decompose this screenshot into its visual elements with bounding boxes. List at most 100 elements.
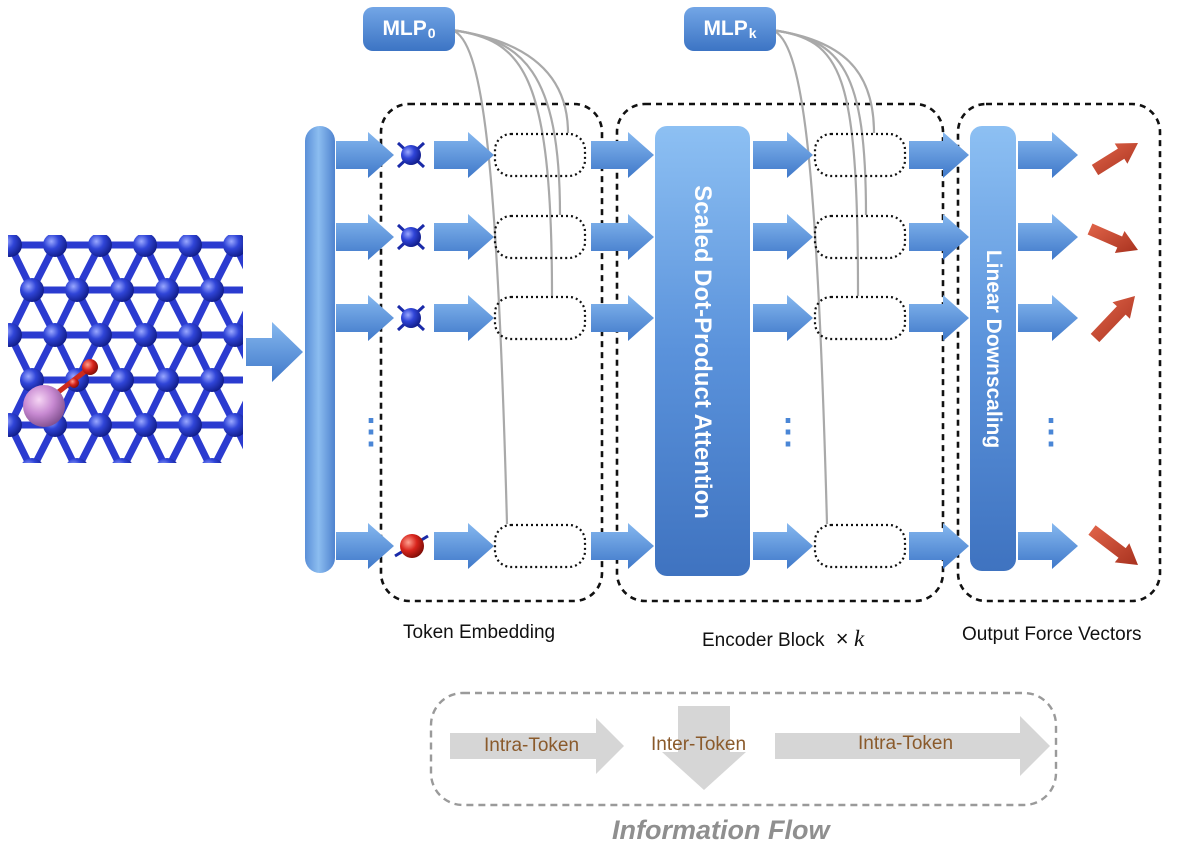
lattice-atom [67, 458, 87, 463]
attention-block-label: Scaled Dot-Product Attention [689, 185, 716, 519]
ellipsis-input: ⋮ [354, 413, 388, 451]
metal-atom [23, 385, 65, 427]
atom-token-red [400, 534, 424, 558]
token-to-embedding-arrow [434, 523, 494, 569]
bar-to-token-arrow [336, 132, 394, 178]
mlp-k-text: MLP [703, 17, 748, 40]
hidden-box [813, 523, 907, 569]
mlp-k-subscript: k [748, 25, 757, 41]
hidden-to-downscale-arrow [909, 295, 969, 341]
hidden-to-downscale-arrow [909, 132, 969, 178]
attention-to-hidden-arrow [753, 214, 813, 260]
information-flow-box [429, 691, 1058, 807]
hidden-box [813, 132, 907, 178]
adsorbate-atom-small [69, 378, 79, 388]
lattice-atom [133, 413, 157, 437]
lattice-atom [223, 413, 243, 437]
encoder-times-symbol: × [835, 626, 849, 651]
encoder-block-caption: Encoder Block × k [702, 626, 864, 652]
lattice-atom [223, 235, 243, 257]
encoder-k-symbol: k [853, 626, 865, 651]
lattice-atom [22, 458, 42, 463]
lattice-atom [88, 235, 112, 257]
token-row-4 [336, 523, 1078, 569]
lattice-atom [65, 278, 89, 302]
bar-to-token-arrow [336, 523, 394, 569]
lattice-atom [178, 323, 202, 347]
flow-step-inter: Inter-Token [651, 734, 747, 755]
token-rows [336, 132, 1138, 569]
bar-to-token-arrow [336, 295, 394, 341]
attention-to-hidden-arrow [753, 523, 813, 569]
lattice-atom [8, 413, 22, 437]
lattice-atom [200, 278, 224, 302]
lattice-atom [133, 323, 157, 347]
output-group [956, 102, 1162, 603]
downscale-to-output-arrow [1018, 132, 1078, 178]
lattice-atom [88, 323, 112, 347]
encoder-block-text: Encoder Block [702, 630, 825, 651]
token-embedding-group [379, 102, 604, 603]
lattice-atom [157, 458, 177, 463]
lattice-atom [178, 235, 202, 257]
encoder-block-group [615, 102, 945, 603]
inter-token-arrow [662, 706, 746, 790]
intra-token-arrow-1 [450, 718, 624, 774]
force-arrow [1091, 143, 1138, 176]
mlp-k-curve-4 [771, 28, 829, 525]
lattice-atom [43, 235, 67, 257]
adsorbate-atom [82, 359, 98, 375]
embedding-to-attention-arrow [591, 295, 654, 341]
flow-step-intra-1: Intra-Token [484, 735, 580, 756]
embedding-box [493, 132, 587, 178]
lattice-atom [202, 458, 222, 463]
downscale-to-output-arrow [1018, 295, 1078, 341]
mlp-connection-curves [451, 28, 876, 525]
token-to-embedding-arrow [434, 295, 494, 341]
embedding-to-attention-arrow [591, 214, 654, 260]
token-to-embedding-arrow [434, 214, 494, 260]
token-row-3 [336, 295, 1078, 341]
lattice-atom [245, 278, 269, 302]
force-vector-4 [1088, 525, 1138, 565]
force-arrow [1087, 223, 1138, 253]
embedding-to-attention-arrow [591, 132, 654, 178]
ellipsis-output: ⋮ [1034, 413, 1068, 451]
flow-step-intra-2: Intra-Token [858, 733, 954, 754]
information-flow-arrows [450, 706, 1050, 790]
ellipsis-encoder: ⋮ [771, 413, 805, 451]
atom-token-blue [401, 227, 421, 247]
token-row-1 [336, 132, 1078, 178]
embedding-box [493, 214, 587, 260]
downscale-to-output-arrow [1018, 214, 1078, 260]
force-vector-1 [1091, 143, 1138, 176]
force-vector-3 [1090, 296, 1135, 343]
crystal-structure-image [8, 235, 269, 463]
attention-to-hidden-arrow [753, 132, 813, 178]
lattice-atom [155, 368, 179, 392]
embedding-box [493, 523, 587, 569]
lattice-atom [8, 235, 22, 257]
force-arrow [1090, 296, 1135, 343]
hidden-to-downscale-arrow [909, 523, 969, 569]
embedding-to-attention-arrow [591, 523, 654, 569]
lattice-atom [20, 278, 44, 302]
lattice-atom [8, 323, 22, 347]
lattice-atom [110, 368, 134, 392]
hidden-box [813, 295, 907, 341]
input-arrow [246, 322, 303, 382]
bar-to-token-arrow [336, 214, 394, 260]
attention-block [655, 126, 750, 576]
embedding-box [493, 295, 587, 341]
lattice-atom [245, 368, 269, 392]
lattice-atom [110, 278, 134, 302]
lattice-atom [200, 368, 224, 392]
attention-to-hidden-arrow [753, 295, 813, 341]
lattice-atom [88, 413, 112, 437]
lattice-atom [133, 235, 157, 257]
lattice-atom [43, 323, 67, 347]
force-arrow [1088, 525, 1138, 565]
